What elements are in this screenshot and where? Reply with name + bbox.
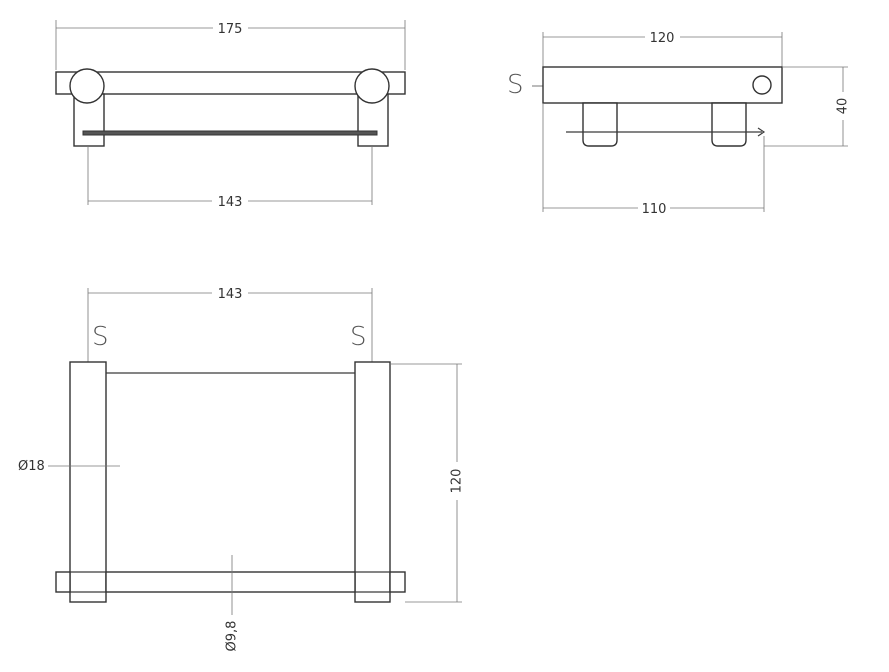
- front-view: 175 143: [55, 20, 406, 210]
- side-depth-label: 120: [650, 31, 675, 46]
- front-left-knob: [69, 68, 105, 104]
- front-right-knob: [354, 68, 390, 104]
- front-overall-width-label: 175: [218, 22, 243, 37]
- side-rod-end: [757, 127, 766, 137]
- side-section-mark: S: [507, 70, 524, 100]
- top-section-mark-right: S: [350, 322, 367, 352]
- top-left-rod-cap: [55, 571, 71, 593]
- side-lower-depth-label: 110: [642, 202, 667, 217]
- front-top-bar: [55, 71, 406, 95]
- side-view: 120 S 40 110: [507, 31, 851, 217]
- side-height-label: 40: [836, 98, 851, 115]
- top-rod-diameter-label: Ø9,8: [225, 621, 240, 652]
- top-right-rod-cap: [389, 571, 406, 593]
- top-length-label: 120: [450, 469, 465, 494]
- side-left-bracket: [582, 102, 618, 147]
- top-rail-span-label: 143: [218, 287, 243, 302]
- front-rail-span-label: 143: [218, 195, 243, 210]
- side-knob-circle: [752, 75, 772, 95]
- top-view: 143 S S Ø18 Ø9,8 120: [18, 287, 465, 651]
- top-right-tube: [354, 361, 391, 603]
- side-right-bracket: [711, 102, 747, 147]
- top-front-rod: [105, 571, 356, 593]
- top-tube-diameter-label: Ø18: [18, 459, 45, 474]
- top-left-tube: [69, 361, 107, 603]
- front-lower-rod: [82, 130, 378, 136]
- side-main-bar: [542, 66, 783, 104]
- top-section-mark-left: S: [92, 322, 109, 352]
